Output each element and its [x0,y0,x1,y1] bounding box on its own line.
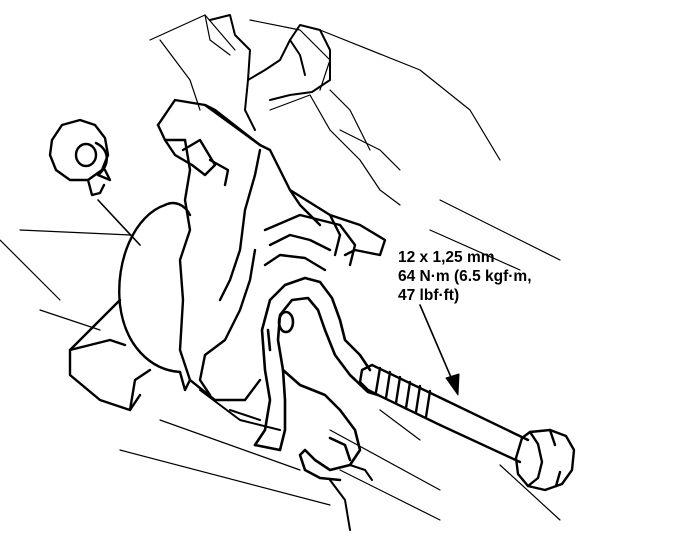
bushing-cylinder [68,201,192,412]
torque-spec-label: 64 N·m (6.5 kgf·m, [398,268,532,285]
callout-arrow [419,304,460,396]
mounting-bolt [358,363,576,492]
body-frame-lines [0,14,561,521]
torque-imperial-label: 47 lbf·ft) [398,287,460,304]
bolt-spec-callout: 12 x 1,25 mm 64 N·m (6.5 kgf·m, 47 lbf·f… [398,248,532,305]
nut-leader-line [97,199,141,246]
lower-tube [199,389,373,531]
upper-shaft-component [209,14,331,131]
hook-bracket [253,276,380,482]
bolt-size-label: 12 x 1,25 mm [398,249,495,266]
mount-bracket [156,98,387,402]
flange-nut [48,118,112,197]
